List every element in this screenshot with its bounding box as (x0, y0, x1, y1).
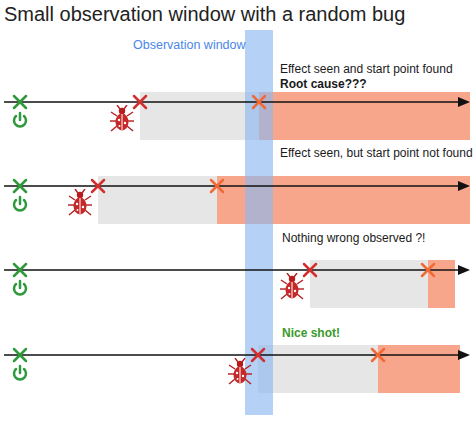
bug-marks (92, 96, 316, 361)
bug-icon (280, 273, 304, 299)
effect-cross (211, 180, 223, 192)
start-cross (14, 96, 26, 108)
bug-icon (110, 105, 134, 131)
bug-icon (68, 189, 92, 215)
power-symbol (14, 197, 26, 210)
bug-cross (304, 264, 316, 276)
effect-cross (372, 349, 384, 361)
start-cross (14, 349, 26, 361)
latent-period (98, 176, 217, 224)
start-cross (14, 180, 26, 192)
power-symbol (14, 281, 26, 294)
latent-period (258, 345, 378, 393)
latent-period (140, 92, 259, 140)
effect-marks (211, 96, 434, 361)
bug-cross (134, 96, 146, 108)
timeline-axes (4, 102, 462, 355)
effect-cross (253, 96, 265, 108)
effect-period (259, 92, 470, 140)
time-axis (4, 269, 462, 271)
effect-period (378, 345, 460, 393)
power-symbol (14, 113, 26, 126)
scenario-note: Nice shot! (282, 327, 340, 341)
power-on-marks (14, 96, 26, 379)
arrowhead (458, 181, 470, 191)
diagram-title: Small observation window with a random b… (4, 3, 405, 26)
arrowhead (458, 350, 470, 360)
scenario-note: Effect seen, but start point not found (280, 147, 473, 161)
effect-cross (422, 264, 434, 276)
time-axis (4, 354, 462, 356)
scenario-note: Nothing wrong observed ?! (282, 232, 425, 246)
axis-arrowheads (458, 97, 470, 360)
scenario-note: Effect seen and start point found (280, 63, 453, 77)
observation-band (245, 30, 273, 415)
scenario-note: Root cause??? (280, 78, 367, 92)
latent-period (310, 260, 428, 308)
bug-cross (252, 349, 264, 361)
bug-cross (92, 180, 104, 192)
start-cross (14, 264, 26, 276)
arrowhead (458, 97, 470, 107)
time-axis (4, 185, 462, 187)
time-axis (4, 101, 462, 103)
arrowhead (458, 265, 470, 275)
power-symbol (14, 366, 26, 379)
window-label: Observation window (133, 38, 246, 52)
bug-icon (228, 358, 252, 384)
